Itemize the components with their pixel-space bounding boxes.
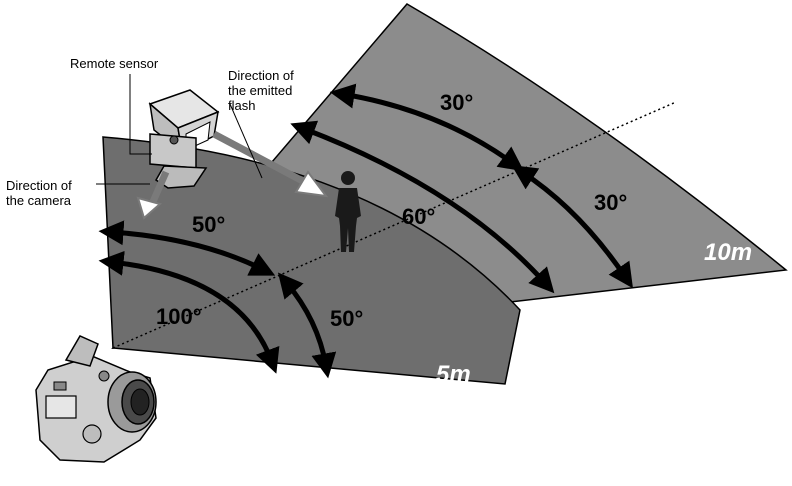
near-distance-label: 5m	[436, 361, 471, 388]
emitted-flash-label-line2: the emitted	[228, 83, 293, 98]
emitted-flash-label-line3: flash	[228, 98, 256, 113]
emitted-flash-label-line1: Direction of	[228, 68, 294, 83]
camera-direction-label-line1: Direction of	[6, 178, 72, 193]
emitted-flash-label: Direction of the emitted flash	[228, 68, 294, 113]
emitted-flash-arrow	[212, 130, 314, 190]
near-lower-angle-arrow	[277, 272, 337, 379]
remote-sensor-label: Remote sensor	[70, 56, 159, 71]
near-total-angle-arrow	[98, 250, 280, 374]
camera-direction-arrowhead	[136, 196, 163, 220]
camera-icon	[35, 335, 157, 463]
center-axis-dotted-line	[112, 101, 677, 349]
far-upper-angle-label: 30°	[440, 90, 473, 115]
emitted-flash-leader-line	[229, 103, 263, 179]
flash-unit-icon	[148, 89, 220, 189]
far-total-angle-label: 60°	[402, 204, 435, 229]
far-distance-label: 10m	[704, 239, 752, 266]
camera-direction-label: Direction of the camera	[6, 178, 72, 208]
camera-direction-arrow	[148, 170, 170, 206]
emitted-flash-arrowhead	[294, 170, 329, 198]
near-total-angle-label: 100°	[156, 304, 202, 329]
subject-person-icon	[335, 171, 361, 252]
far-total-angle-arrow	[290, 120, 555, 294]
remote-sensor-leader-line	[129, 74, 152, 155]
camera-direction-label-line2: the camera	[6, 193, 72, 208]
far-lower-angle-label: 30°	[594, 190, 627, 215]
near-lower-angle-label: 50°	[330, 306, 363, 331]
near-upper-angle-label: 50°	[192, 212, 225, 237]
